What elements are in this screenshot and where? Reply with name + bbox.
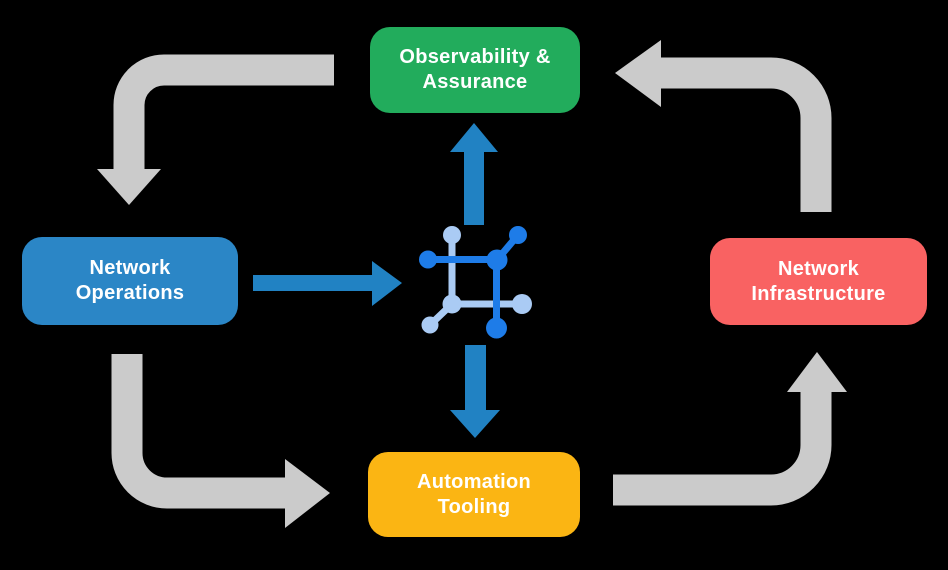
arrowhead-right-icon xyxy=(285,459,330,528)
node-label-line: Observability & xyxy=(399,46,551,68)
network-mesh-icon xyxy=(419,226,532,339)
gray-arrow-shafts xyxy=(111,54,832,509)
node-label-line: Infrastructure xyxy=(751,282,886,305)
arrow-infrastructure-to-observability xyxy=(660,57,832,212)
arrow-observability-to-operations xyxy=(113,54,334,171)
node-automation-tooling: Automation Tooling xyxy=(368,452,580,537)
blue-arrows xyxy=(253,123,500,438)
node-observability-assurance: Observability & Assurance xyxy=(370,27,580,113)
arrowhead-up-icon xyxy=(787,352,847,392)
node-label-line: Operations xyxy=(75,282,185,304)
node-network-infrastructure: Network Infrastructure xyxy=(710,238,927,325)
gray-arrow-heads xyxy=(97,40,847,528)
node-label-line: Tooling xyxy=(437,495,511,518)
arrow-automation-to-infrastructure xyxy=(613,391,832,506)
node-network-operations: Network Operations xyxy=(22,237,238,325)
arrow-operations-to-automation xyxy=(111,354,287,509)
node-label-line: Network xyxy=(777,257,859,280)
mesh-dark-nodes xyxy=(419,226,527,339)
node-label-line: Automation xyxy=(416,470,532,493)
arrow-center-to-automation xyxy=(450,345,500,438)
arrowhead-down-icon xyxy=(97,169,161,205)
arrowhead-left-icon xyxy=(615,40,661,107)
mesh-light-nodes xyxy=(421,226,532,334)
node-label-line: Assurance xyxy=(422,71,528,93)
node-label-line: Network xyxy=(89,257,171,279)
arrow-operations-to-center xyxy=(253,261,402,306)
arrow-center-to-observability xyxy=(450,123,498,225)
